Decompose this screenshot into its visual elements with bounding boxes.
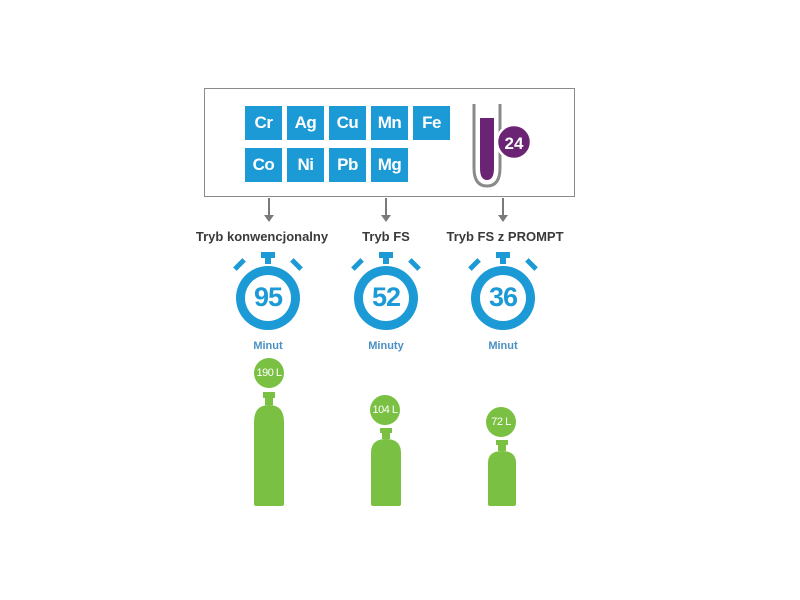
minutes-value: 36 (488, 282, 518, 312)
sample-count: 24 (505, 134, 524, 153)
gas-cylinder-icon (371, 428, 401, 506)
element-tile: Ni (287, 148, 324, 182)
stopwatch-icon (468, 252, 538, 330)
element-tile: Cu (329, 106, 366, 140)
minutes-value: 95 (253, 282, 283, 312)
element-tile: Cr (245, 106, 282, 140)
element-tile: Mg (371, 148, 408, 182)
gas-volume-badge: 190 L (254, 358, 284, 388)
element-tile: Pb (329, 148, 366, 182)
stopwatch-icon (233, 252, 303, 330)
stopwatch-fs-prompt: 36 (465, 250, 541, 332)
element-tile: Ag (287, 106, 324, 140)
mode-label-fs: Tryb FS (362, 229, 410, 244)
unit-label: Minut (253, 340, 283, 352)
test-tube-icon: 24 (472, 104, 533, 188)
element-tile: Fe (413, 106, 450, 140)
arrow-head (498, 215, 508, 222)
arrow-conventional (268, 198, 270, 216)
gas-cylinder-icon (254, 392, 284, 506)
arrow-prompt (502, 198, 504, 216)
element-tile: Co (245, 148, 282, 182)
stopwatch-conventional: 95 (230, 250, 306, 332)
gas-volume-badge: 72 L (486, 407, 516, 437)
arrow-fs (385, 198, 387, 216)
minutes-value: 52 (371, 282, 401, 312)
stopwatch-icon (351, 252, 421, 330)
mode-label-fs-prompt: Tryb FS z PROMPT (446, 229, 564, 244)
unit-label: Minuty (368, 340, 404, 352)
mode-label-conventional: Tryb konwencjonalny (195, 229, 329, 244)
arrow-head (381, 215, 391, 222)
stopwatch-fs: 52 (348, 250, 424, 332)
unit-label: Minut (488, 340, 518, 352)
gas-volume-badge: 104 L (370, 395, 400, 425)
element-tile: Mn (371, 106, 408, 140)
gas-cylinder-icon (488, 440, 516, 506)
arrow-head (264, 215, 274, 222)
